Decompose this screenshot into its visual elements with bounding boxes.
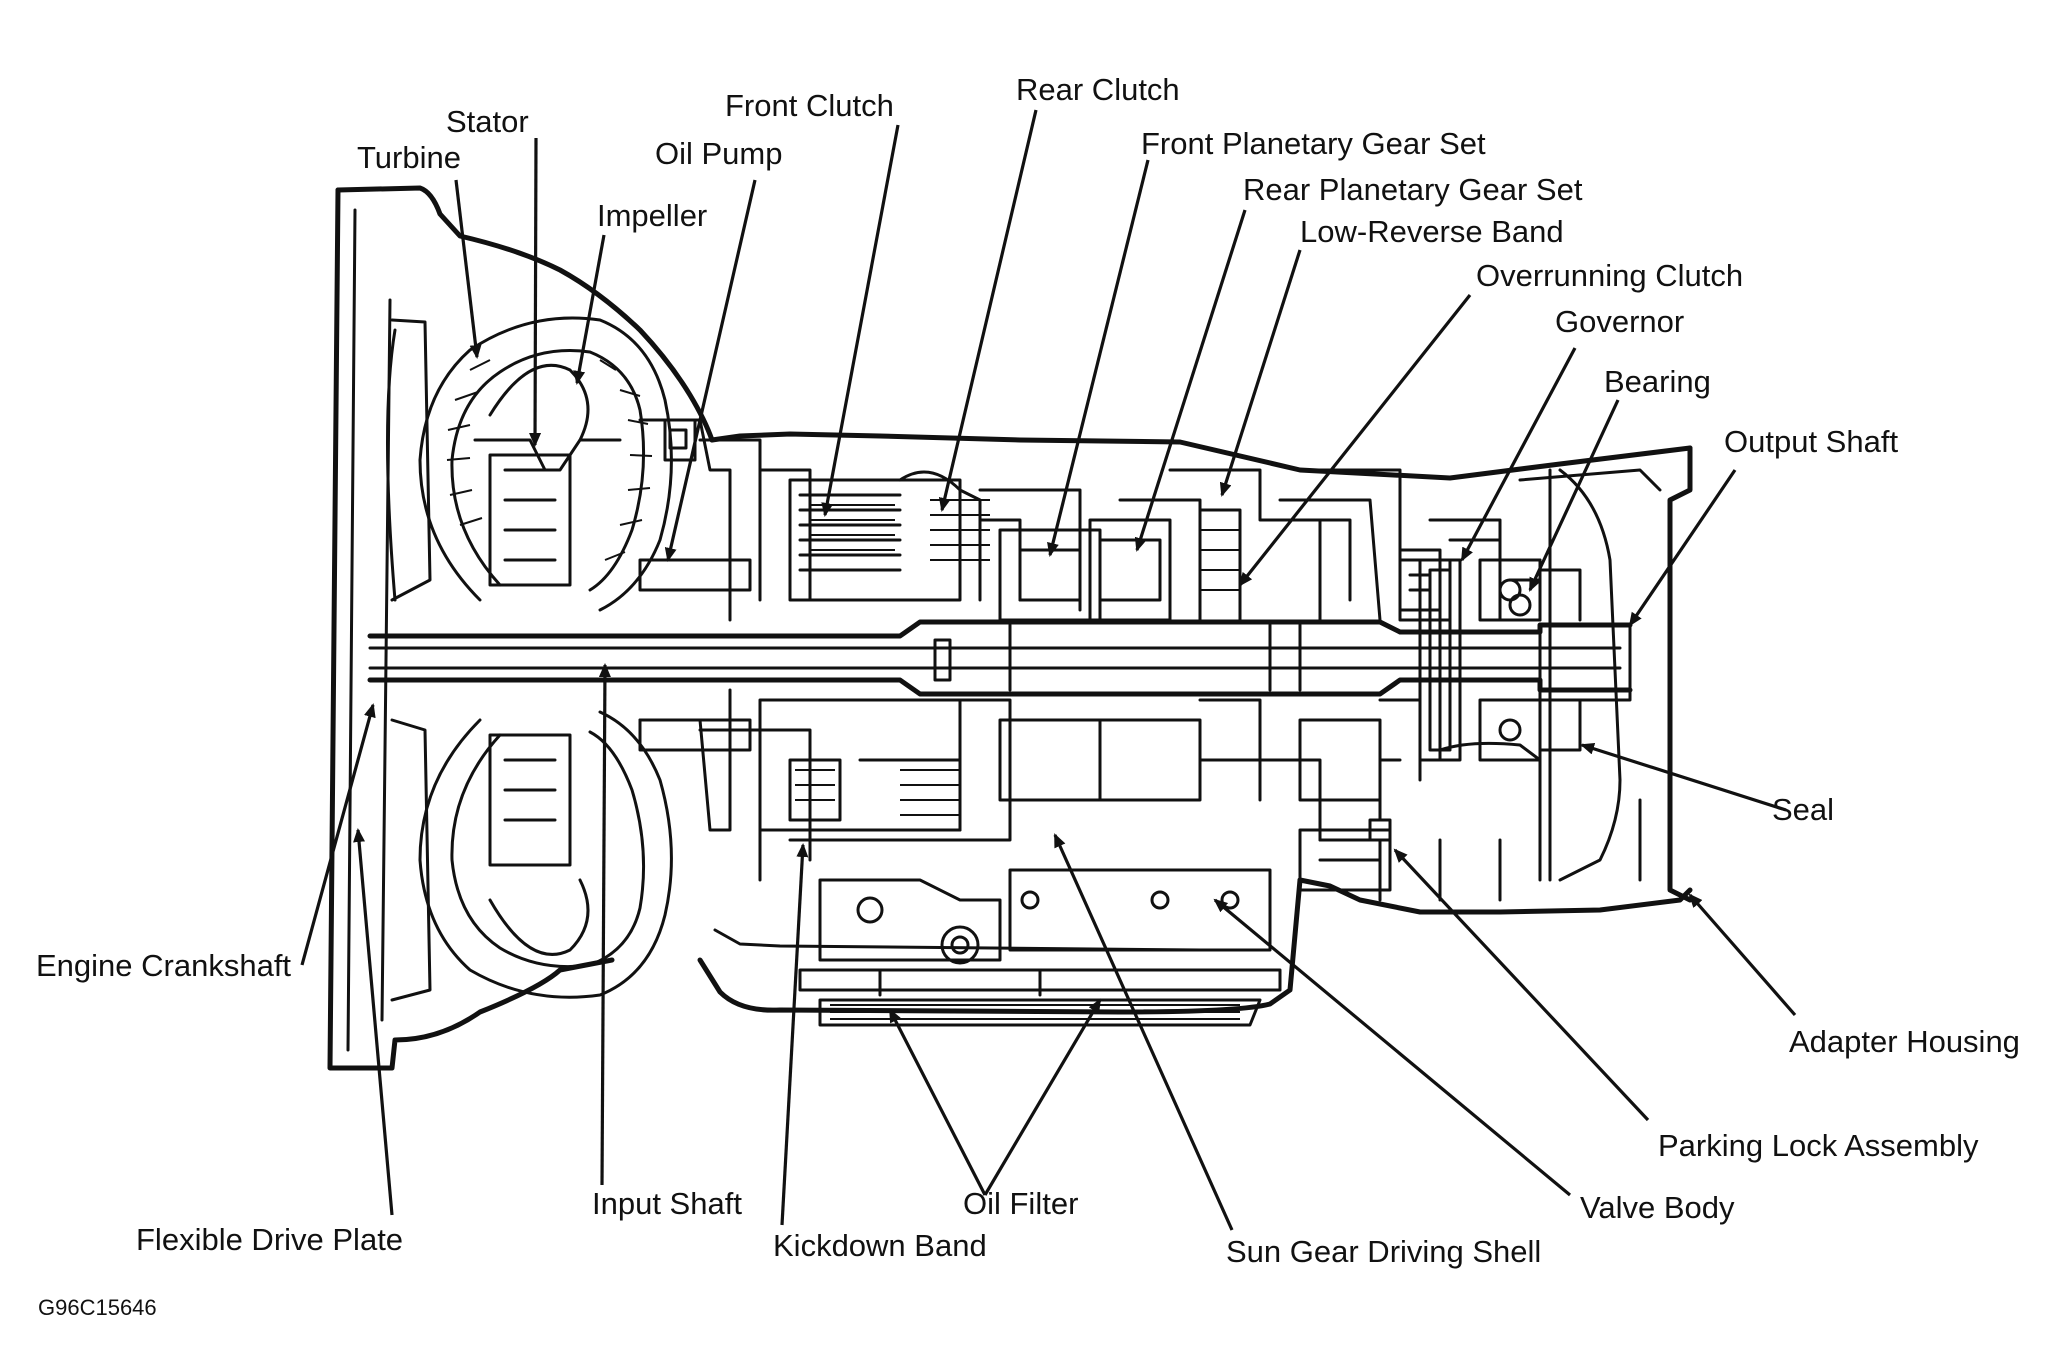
clutch-pack-lower xyxy=(758,698,1382,842)
leader-rear-clutch xyxy=(938,109,1038,512)
clutch-pack-upper xyxy=(788,470,1082,612)
leader-turbine xyxy=(454,179,482,359)
label-adapter-housing: Adapter Housing xyxy=(1789,1024,2020,1059)
label-kickdown-band: Kickdown Band xyxy=(773,1228,987,1263)
label-bearing: Bearing xyxy=(1604,364,1711,399)
leader-bearing xyxy=(1528,399,1620,592)
label-flexible-drive-plate: Flexible Drive Plate xyxy=(136,1222,404,1257)
leader-engine-crankshaft xyxy=(300,703,376,966)
leader-front-planetary xyxy=(1047,159,1150,557)
leader-oil-filter-left xyxy=(888,1008,987,1196)
leader-rear-planetary xyxy=(1134,209,1247,552)
leader-overrunning-clutch xyxy=(1238,294,1472,587)
label-governor: Governor xyxy=(1555,304,1685,339)
leader-output-shaft xyxy=(1628,469,1737,627)
leader-adapter-housing xyxy=(1688,893,1797,1017)
label-sun-gear-shell: Sun Gear Driving Shell xyxy=(1226,1234,1542,1269)
label-valve-body: Valve Body xyxy=(1580,1190,1735,1225)
governor-assembly xyxy=(1418,558,1582,762)
leader-governor xyxy=(1460,347,1577,562)
label-seal: Seal xyxy=(1772,792,1835,827)
label-oil-pump: Oil Pump xyxy=(655,136,783,171)
torque-converter-lower xyxy=(390,710,673,1002)
leader-impeller xyxy=(573,234,606,385)
figure-code: G96C15646 xyxy=(38,1295,157,1320)
label-engine-crankshaft: Engine Crankshaft xyxy=(36,948,292,983)
label-turbine: Turbine xyxy=(357,140,461,175)
leader-seal xyxy=(1580,742,1787,812)
leader-front-clutch xyxy=(821,124,900,517)
label-impeller: Impeller xyxy=(597,198,708,233)
label-rear-clutch: Rear Clutch xyxy=(1016,72,1180,107)
leader-parking-lock xyxy=(1393,848,1650,1122)
leader-input-shaft xyxy=(598,663,611,1186)
label-overrunning-clutch: Overrunning Clutch xyxy=(1476,258,1744,293)
label-oil-filter: Oil Filter xyxy=(963,1186,1079,1221)
leader-oil-filter-right xyxy=(983,998,1102,1196)
leader-sun-gear-shell xyxy=(1053,833,1234,1231)
label-front-planetary: Front Planetary Gear Set xyxy=(1141,126,1486,161)
label-output-shaft: Output Shaft xyxy=(1724,424,1899,459)
label-rear-planetary: Rear Planetary Gear Set xyxy=(1243,172,1583,207)
label-front-clutch: Front Clutch xyxy=(725,88,894,123)
leader-low-reverse-band xyxy=(1219,249,1302,497)
leader-kickdown-band xyxy=(780,843,809,1226)
label-low-reverse-band: Low-Reverse Band xyxy=(1300,214,1564,249)
main-shaft xyxy=(367,619,1633,702)
rear-section-lower xyxy=(1298,698,1422,892)
label-input-shaft: Input Shaft xyxy=(592,1186,742,1221)
label-parking-lock: Parking Lock Assembly xyxy=(1658,1128,1979,1163)
label-stator: Stator xyxy=(446,104,529,139)
leader-oil-pump xyxy=(664,179,757,562)
adapter-housing-outline xyxy=(1297,445,1693,915)
leader-valve-body xyxy=(1213,898,1572,1197)
leader-stator xyxy=(529,137,542,447)
leader-flexible-drive-plate xyxy=(353,828,394,1216)
